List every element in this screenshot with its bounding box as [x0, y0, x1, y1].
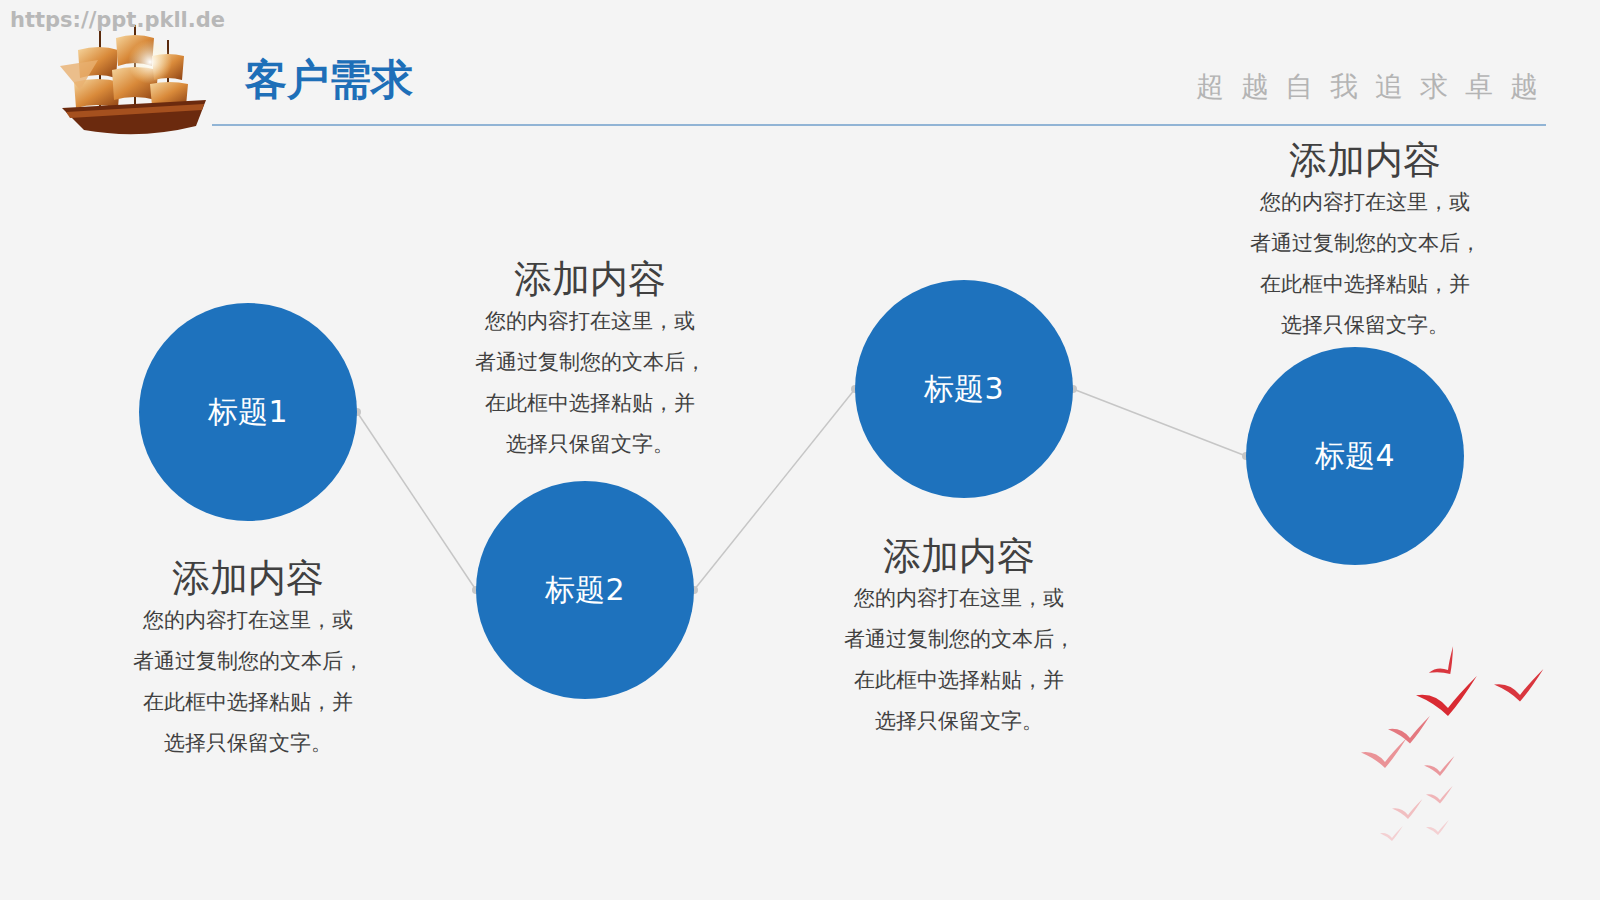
circle-fill	[855, 280, 1073, 498]
connector-line	[357, 412, 476, 590]
circle-title: 标题1	[139, 303, 357, 521]
caption-heading: 添加内容	[440, 257, 740, 301]
birds-illustration	[1361, 646, 1543, 841]
header-rule	[212, 124, 1546, 125]
circle-fill	[139, 303, 357, 521]
ship-illustration	[60, 25, 206, 134]
circle-title: 标题4	[1246, 347, 1464, 565]
caption-body: 您的内容打在这里，或 者通过复制您的文本后， 在此框中选择粘贴，并 选择只保留文…	[1230, 182, 1500, 346]
connector-group	[1069, 385, 1250, 460]
connector-group	[690, 385, 859, 594]
caption-body: 您的内容打在这里，或 者通过复制您的文本后， 在此框中选择粘贴，并 选择只保留文…	[824, 578, 1094, 742]
connector-line	[694, 389, 855, 590]
caption-block: 添加内容您的内容打在这里，或 者通过复制您的文本后， 在此框中选择粘贴，并 选择…	[440, 257, 740, 465]
circle-fill	[476, 481, 694, 699]
circle-node: 标题1添加内容您的内容打在这里，或 者通过复制您的文本后， 在此框中选择粘贴，并…	[139, 303, 357, 521]
watermark-text: https://ppt.pkll.de	[10, 8, 225, 32]
connector-group	[353, 408, 480, 594]
circle-fill	[1246, 347, 1464, 565]
slide-title: 客户需求	[245, 52, 413, 108]
caption-body: 您的内容打在这里，或 者通过复制您的文本后， 在此框中选择粘贴，并 选择只保留文…	[113, 600, 383, 764]
caption-block: 添加内容您的内容打在这里，或 者通过复制您的文本后， 在此框中选择粘贴，并 选择…	[98, 556, 398, 764]
connector-line	[1073, 389, 1246, 456]
slogan-text: 超 越 自 我 追 求 卓 越	[1196, 68, 1542, 106]
circle-node: 标题2添加内容您的内容打在这里，或 者通过复制您的文本后， 在此框中选择粘贴，并…	[476, 481, 694, 699]
caption-heading: 添加内容	[98, 556, 398, 600]
caption-heading: 添加内容	[809, 534, 1109, 578]
circle-title: 标题3	[855, 280, 1073, 498]
caption-heading: 添加内容	[1215, 138, 1515, 182]
caption-body: 您的内容打在这里，或 者通过复制您的文本后， 在此框中选择粘贴，并 选择只保留文…	[455, 301, 725, 465]
caption-block: 添加内容您的内容打在这里，或 者通过复制您的文本后， 在此框中选择粘贴，并 选择…	[1215, 138, 1515, 346]
circle-node: 标题4添加内容您的内容打在这里，或 者通过复制您的文本后， 在此框中选择粘贴，并…	[1246, 347, 1464, 565]
circle-node: 标题3添加内容您的内容打在这里，或 者通过复制您的文本后， 在此框中选择粘贴，并…	[855, 280, 1073, 498]
caption-block: 添加内容您的内容打在这里，或 者通过复制您的文本后， 在此框中选择粘贴，并 选择…	[809, 534, 1109, 742]
circle-title: 标题2	[476, 481, 694, 699]
